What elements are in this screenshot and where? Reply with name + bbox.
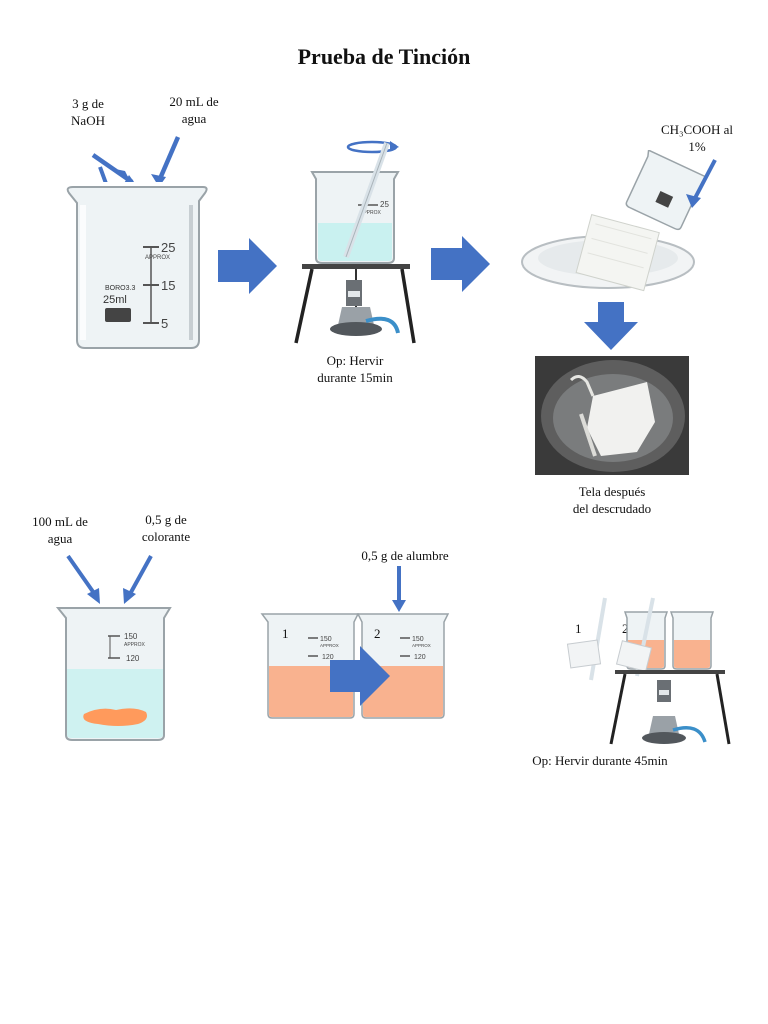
boil-15min-caption: Op: Hervir durante 15min (317, 353, 393, 385)
graduation-label: 25 (380, 200, 389, 209)
down-arrow-icon (128, 555, 153, 595)
graduation-label: 5 (161, 316, 168, 331)
reagent-dye-label: 0,5 g de colorante (141, 512, 191, 544)
stirring-arrow-icon (346, 140, 398, 154)
down-arrow-icon (91, 153, 134, 184)
reagent-acetic-acid-label: CH₃COOH al 1% (660, 122, 734, 154)
beaker-volume: 25ml (103, 294, 127, 306)
approx-mark: APPROX (320, 643, 339, 648)
right-arrow-icon (218, 238, 277, 294)
right-arrow-icon (431, 236, 490, 292)
sample-number-2: 2 (622, 621, 629, 636)
down-arrow-icon (692, 159, 717, 201)
reagent-naoh-label: 3 g de NaOH (71, 96, 105, 128)
beaker-brand: BORO3.3 (105, 285, 135, 292)
right-arrow-icon (330, 646, 390, 706)
acetic-acid-wash (521, 150, 717, 292)
graduation-label: 120 (126, 654, 140, 663)
graduation-label: 150 (320, 636, 332, 643)
graduation-label: 120 (414, 654, 426, 661)
boiling-setup: 25 APPROX (294, 140, 416, 344)
down-arrow-icon (584, 302, 638, 350)
approx-mark: APPROX (360, 210, 382, 216)
dye-powder (83, 708, 147, 726)
graduation-label: 25 (161, 240, 175, 255)
beaker-number-1: 1 (282, 626, 289, 641)
beakers-with-alum: 150 APPROX 120 1 150 APPROX 120 2 (260, 566, 450, 719)
boil-45min-caption: Op: Hervir durante 45min (532, 753, 668, 768)
sample-number-1: 1 (575, 621, 582, 636)
cloth-after-scouring-photo (535, 356, 689, 475)
down-arrow-icon (66, 554, 98, 598)
boiling-dye-setup: 1 2 (566, 597, 731, 745)
beaker-dye: 150 APPROX 120 (55, 554, 172, 741)
beaker-naoh: 25 APPROX 15 5 BORO3.3 25ml (65, 136, 210, 352)
approx-mark: APPROX (124, 642, 146, 648)
graduation-label: 15 (161, 278, 175, 293)
graduation-label: 150 (412, 636, 424, 643)
page-title: Prueba de Tinción (297, 44, 471, 69)
cloth-after-scouring-caption: Tela después del descrudado (572, 484, 652, 516)
cloth-sample (575, 213, 660, 292)
graduation-label: 150 (124, 632, 138, 641)
approx-mark: APPROX (412, 643, 431, 648)
beaker-number-2: 2 (374, 626, 381, 641)
reagent-water-label: 20 mL de agua (169, 94, 219, 126)
reagent-water-100ml-label: 100 mL de agua (32, 514, 88, 546)
reagent-alum-label: 0,5 g de alumbre (361, 548, 449, 563)
graduation-label: 120 (322, 654, 334, 661)
down-arrow-icon (156, 136, 181, 182)
approx-mark: APPROX (145, 255, 170, 261)
